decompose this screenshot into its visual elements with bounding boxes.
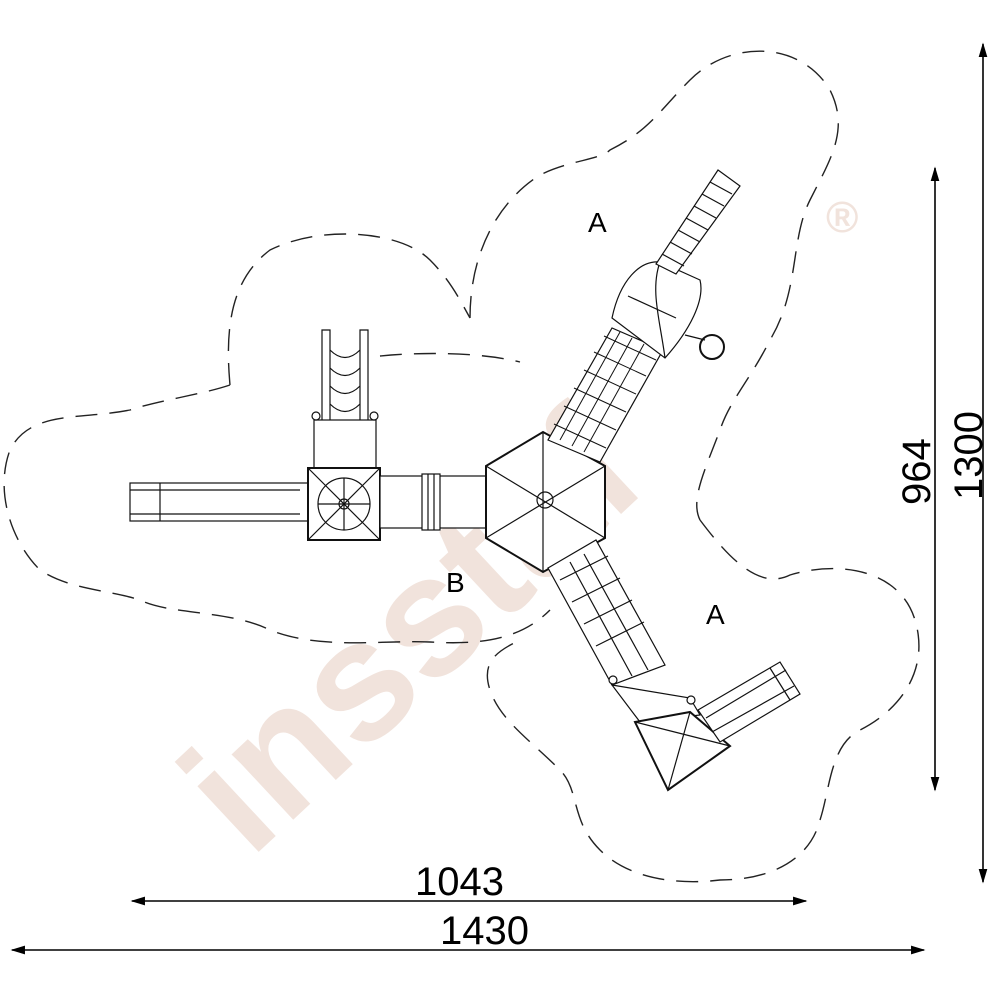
zone-label-a-top: A bbox=[588, 207, 607, 238]
safety-zone-bottom-a bbox=[486, 519, 920, 883]
safety-zone-left-b bbox=[3, 233, 551, 644]
left-ladder bbox=[321, 329, 369, 420]
dim-total-height-label: 1300 bbox=[947, 411, 991, 500]
safety-zone-top-a bbox=[469, 50, 839, 521]
left-slide bbox=[129, 482, 309, 522]
bottom-slide bbox=[697, 661, 801, 743]
dimension-total-height: 1300 bbox=[947, 42, 991, 884]
bridge-left bbox=[379, 473, 487, 531]
zone-label-b: B bbox=[446, 567, 465, 598]
bottom-tower bbox=[608, 675, 732, 792]
top-ladder bbox=[655, 169, 741, 275]
safety-zones bbox=[3, 50, 920, 883]
net-ramp bbox=[547, 539, 666, 686]
left-tower bbox=[307, 411, 381, 541]
dimension-inner-width: 1043 bbox=[130, 860, 808, 906]
registered-mark: ® bbox=[826, 193, 858, 242]
dimension-inner-height: 964 bbox=[895, 166, 940, 792]
dim-total-width-label: 1430 bbox=[440, 909, 529, 953]
zone-label-a-bottom: A bbox=[706, 599, 725, 630]
dimension-total-width: 1430 bbox=[10, 909, 926, 955]
dim-inner-width-label: 1043 bbox=[415, 860, 504, 904]
dim-inner-height-label: 964 bbox=[895, 438, 939, 505]
central-tower bbox=[485, 430, 606, 574]
tube-element bbox=[611, 261, 725, 360]
